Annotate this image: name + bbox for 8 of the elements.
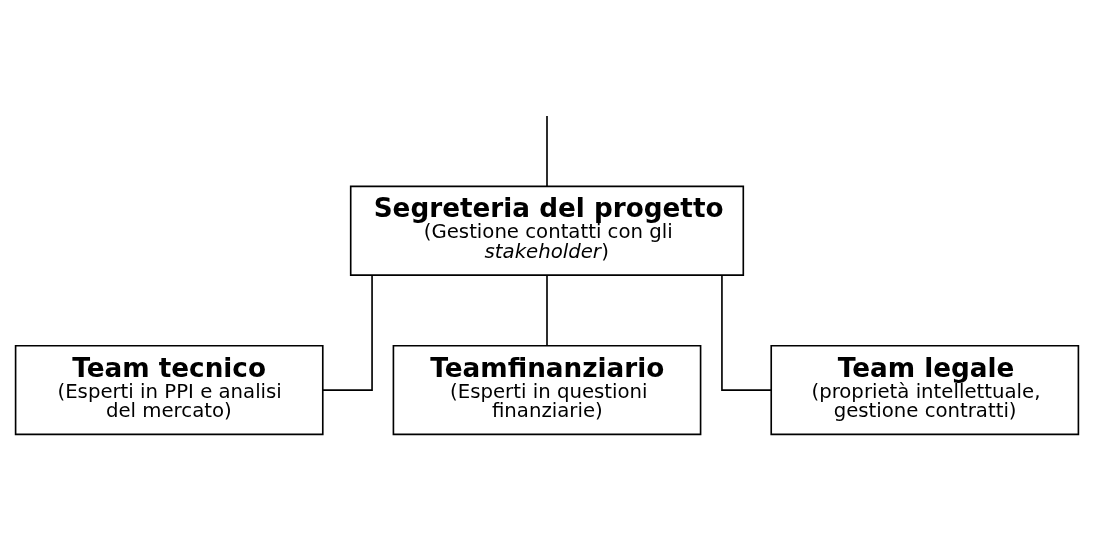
connector bbox=[546, 115, 548, 187]
node-box: Segreteria del progetto (Gestione contatti con gli stakeholder) bbox=[349, 185, 745, 276]
node-box: Team tecnico (Esperti in PPI e analisi del mercato) bbox=[14, 344, 324, 436]
connector bbox=[322, 274, 373, 391]
node-box: Team legale (proprietà intellettuale, gestione contratti) bbox=[770, 344, 1080, 436]
connector bbox=[546, 274, 548, 347]
node-box: Teamfinanziario (Esperti in questioni finanziarie) bbox=[392, 344, 702, 436]
connector bbox=[721, 274, 772, 391]
